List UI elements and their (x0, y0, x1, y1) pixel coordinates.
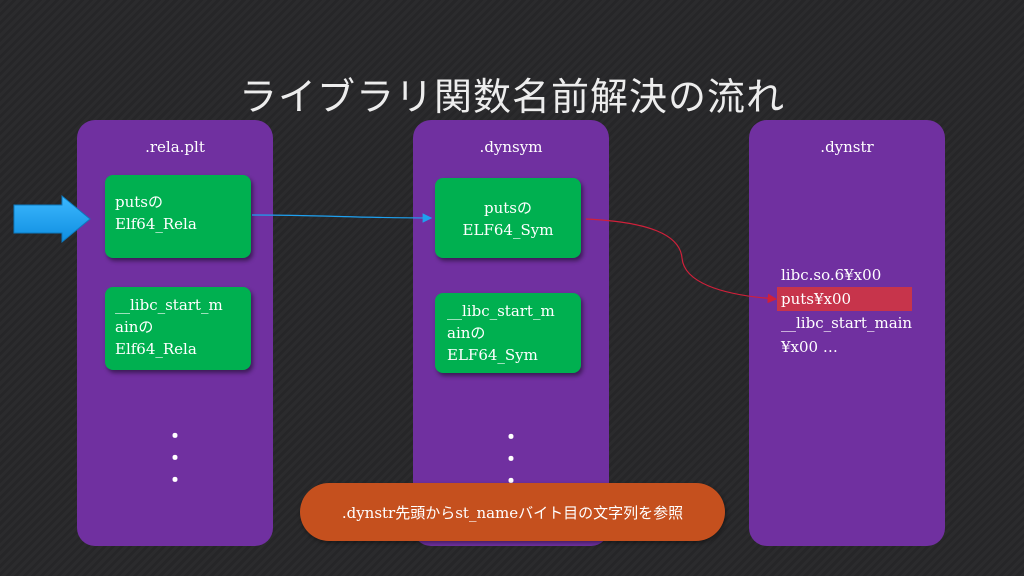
libc-start-main-elf64-rela-entry: __libc_start_m ainの Elf64_Rela (105, 287, 251, 370)
page-title: ライブラリ関数名前解決の流れ (238, 75, 785, 119)
entry-line: putsの (484, 199, 532, 217)
dynsym-section: .dynsym putsの ELF64_Sym __libc_start_m a… (413, 120, 609, 546)
sym-to-str-arrow (585, 218, 778, 304)
string-puts-highlight: puts¥x00 (777, 287, 913, 311)
entry-line: Elf64_Rela (115, 215, 197, 233)
string-libc-so6: libc.so.6¥x00 (781, 266, 882, 284)
puts-elf64-sym-entry: putsの ELF64_Sym (435, 178, 581, 258)
entry-line: putsの (115, 193, 163, 211)
dynstr-section: .dynstr libc.so.6¥x00 puts¥x00 __libc_st… (749, 120, 945, 546)
dot: ・ (165, 424, 185, 448)
entry-line: __libc_start_m (447, 302, 555, 320)
entry-arrow-icon (13, 194, 91, 244)
dot: ・ (501, 447, 521, 471)
string-libc-start-main: __libc_start_main (781, 314, 913, 332)
string-null-continuation: ¥x00 … (781, 338, 838, 356)
dynstr-label: .dynstr (820, 138, 874, 156)
entry-line: Elf64_Rela (115, 340, 197, 358)
note-callout: .dynstr先頭からst_nameバイト目の文字列を参照 (300, 483, 725, 541)
puts-elf64-rela-entry: putsの Elf64_Rela (105, 175, 251, 258)
entry-line: __libc_start_m (115, 296, 223, 314)
rela-to-sym-arrow (251, 213, 433, 223)
rela-plt-section: .rela.plt putsの Elf64_Rela __libc_start_… (77, 120, 273, 546)
libc-start-main-elf64-sym-entry: __libc_start_m ainの ELF64_Sym (435, 293, 581, 373)
string-table: libc.so.6¥x00 puts¥x00 __libc_start_main… (777, 263, 913, 359)
entry-line: ainの (447, 324, 486, 342)
dot: ・ (501, 425, 521, 449)
dot: ・ (165, 446, 185, 470)
entry-line: ainの (115, 318, 154, 336)
entry-line: ELF64_Sym (462, 221, 554, 239)
dot: ・ (165, 468, 185, 492)
continuation-dots: ・ ・ ・ (77, 425, 273, 491)
rela-plt-label: .rela.plt (145, 138, 205, 156)
entry-line: ELF64_Sym (447, 346, 538, 364)
dynsym-label: .dynsym (479, 138, 543, 156)
